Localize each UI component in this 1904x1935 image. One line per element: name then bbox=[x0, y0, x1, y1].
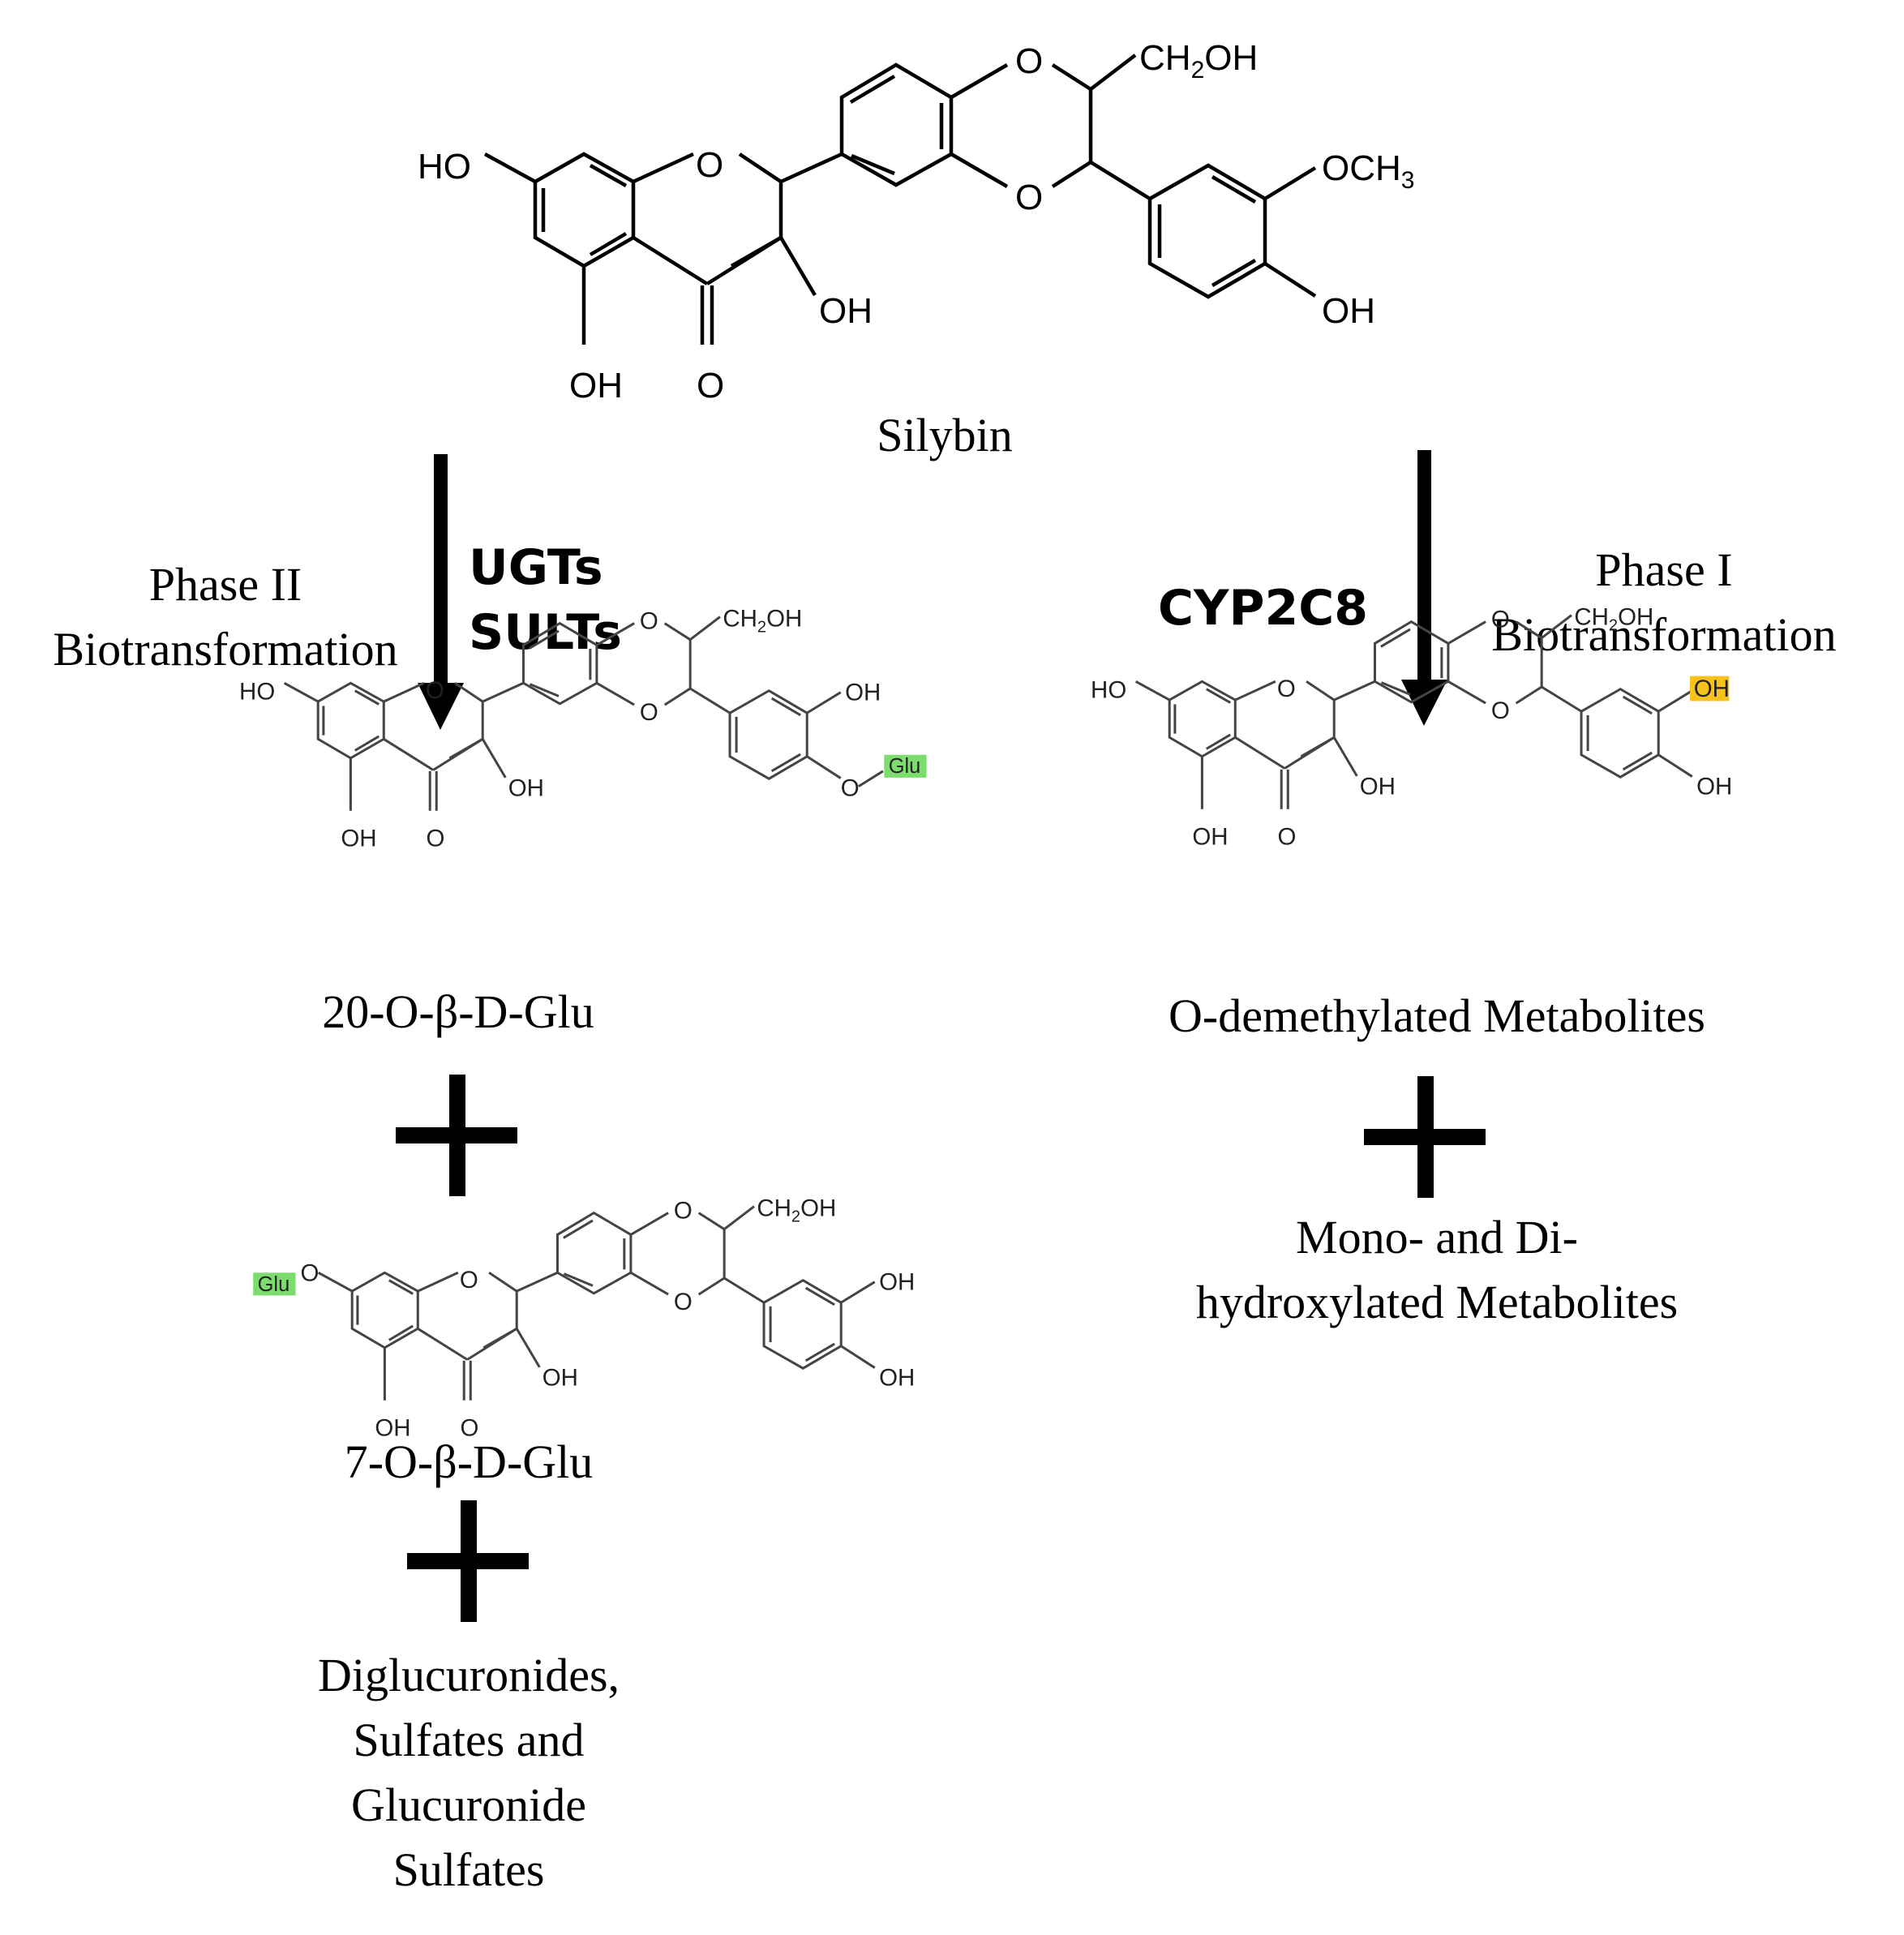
svg-text:Mono- and Di-: Mono- and Di- bbox=[1296, 1211, 1578, 1264]
svg-text:Sulfates: Sulfates bbox=[393, 1843, 545, 1896]
atom-och3: OCH3 bbox=[1322, 148, 1414, 194]
arrow-phase-i bbox=[1401, 450, 1447, 726]
svg-text:O: O bbox=[460, 1267, 478, 1294]
svg-text:HO: HO bbox=[239, 678, 275, 705]
product-20-o-glu-structure: HO O OH OH O O O CH2OH OH O Glu bbox=[239, 606, 927, 852]
svg-text:hydroxylated Metabolites: hydroxylated Metabolites bbox=[1196, 1276, 1678, 1328]
atom-dioxane-o-bottom: O bbox=[1015, 178, 1043, 217]
product-o-demethylated-structure: HO O OH OH O O O CH2OH OH OH bbox=[1091, 604, 1732, 851]
atom-ch2oh: CH2OH bbox=[1139, 38, 1258, 84]
enzyme-cyp2c8-label: CYP2C8 bbox=[1158, 580, 1368, 637]
svg-text:OH: OH bbox=[375, 1414, 410, 1441]
svg-text:O: O bbox=[640, 607, 658, 634]
svg-text:O: O bbox=[461, 1414, 479, 1441]
svg-text:O: O bbox=[640, 699, 658, 726]
glu-label: Glu bbox=[889, 755, 921, 778]
glu-highlight bbox=[884, 754, 927, 778]
enzyme-ugts-label: UGTs bbox=[469, 539, 603, 596]
svg-text:O: O bbox=[426, 677, 444, 704]
svg-text:O: O bbox=[1491, 606, 1510, 633]
svg-text:O: O bbox=[841, 775, 860, 802]
svg-text:OH: OH bbox=[879, 1365, 915, 1392]
svg-text:O: O bbox=[1277, 676, 1296, 702]
svg-text:OH: OH bbox=[1696, 774, 1732, 800]
svg-text:O: O bbox=[1491, 697, 1510, 724]
svg-text:OH: OH bbox=[1192, 823, 1228, 850]
atom-dioxane-o-top: O bbox=[1015, 41, 1043, 81]
glu-label: Glu bbox=[258, 1273, 290, 1296]
svg-text:Diglucuronides,: Diglucuronides, bbox=[318, 1649, 620, 1701]
atom-oh-3: OH bbox=[819, 291, 873, 331]
svg-text:O: O bbox=[301, 1259, 319, 1286]
atom-carbonyl-o: O bbox=[697, 366, 724, 405]
silybin-label: Silybin bbox=[877, 409, 1013, 461]
atom-ho-7: HO bbox=[418, 147, 471, 187]
arrow-phase-ii bbox=[418, 454, 464, 730]
other-phase-i-metabolites-label: Mono- and Di- hydroxylated Metabolites bbox=[1196, 1211, 1678, 1328]
silybin-structure: HO O OH OH O O O CH2OH OCH3 OH Silybin bbox=[418, 38, 1414, 461]
svg-text:O: O bbox=[674, 1289, 693, 1315]
svg-text:O: O bbox=[674, 1197, 693, 1224]
other-phase-ii-metabolites-label: Diglucuronides, Sulfates and Glucuronide… bbox=[318, 1649, 620, 1896]
product-o-demethylated-label: O-demethylated Metabolites bbox=[1169, 989, 1705, 1042]
product-20-o-glu-label: 20-O-β-D-Glu bbox=[322, 985, 594, 1038]
svg-text:CH2OH: CH2OH bbox=[723, 606, 802, 637]
svg-text:OH: OH bbox=[879, 1269, 915, 1296]
product-7-o-glu-structure: Glu O O OH OH O O O CH2OH OH OH bbox=[253, 1195, 915, 1441]
phase-ii-label-line2: Biotransformation bbox=[53, 623, 397, 676]
phase-i-label-line1: Phase I bbox=[1595, 543, 1732, 596]
atom-o-ring: O bbox=[696, 145, 723, 185]
svg-text:O: O bbox=[1278, 823, 1297, 850]
plus-sign-left-1 bbox=[396, 1075, 517, 1196]
svg-text:OH: OH bbox=[845, 680, 881, 706]
plus-sign-right bbox=[1364, 1076, 1486, 1198]
svg-text:OH: OH bbox=[341, 825, 376, 852]
phase-ii-label-line1: Phase II bbox=[149, 558, 302, 611]
svg-text:OH: OH bbox=[508, 775, 544, 802]
atom-oh-para: OH bbox=[1322, 291, 1375, 331]
svg-text:HO: HO bbox=[1091, 676, 1126, 703]
oh-highlight bbox=[1690, 676, 1730, 701]
svg-text:CH2OH: CH2OH bbox=[757, 1195, 836, 1226]
plus-sign-left-2 bbox=[407, 1500, 529, 1622]
svg-text:Sulfates and: Sulfates and bbox=[353, 1714, 584, 1766]
glu-highlight bbox=[253, 1272, 296, 1296]
highlighted-oh-label: OH bbox=[1694, 676, 1730, 702]
phase-i-label-line2: Biotransformation bbox=[1491, 608, 1836, 661]
atom-oh-5: OH bbox=[569, 366, 623, 405]
svg-text:Glucuronide: Glucuronide bbox=[351, 1778, 586, 1831]
svg-text:CH2OH: CH2OH bbox=[1574, 604, 1653, 635]
product-7-o-glu-label: 7-O-β-D-Glu bbox=[345, 1435, 594, 1488]
svg-text:O: O bbox=[427, 825, 445, 852]
svg-text:OH: OH bbox=[1360, 774, 1396, 800]
svg-text:OH: OH bbox=[542, 1365, 578, 1392]
